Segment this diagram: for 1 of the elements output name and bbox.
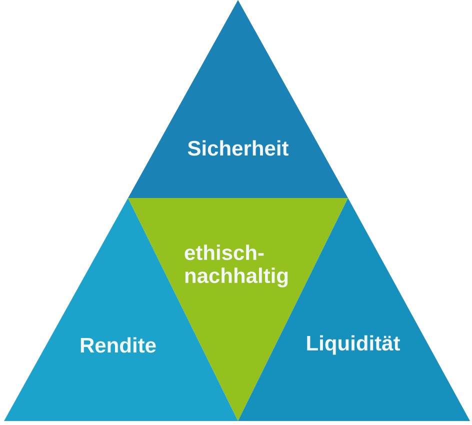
triangle-segment: Sicherheit [128,0,348,198]
